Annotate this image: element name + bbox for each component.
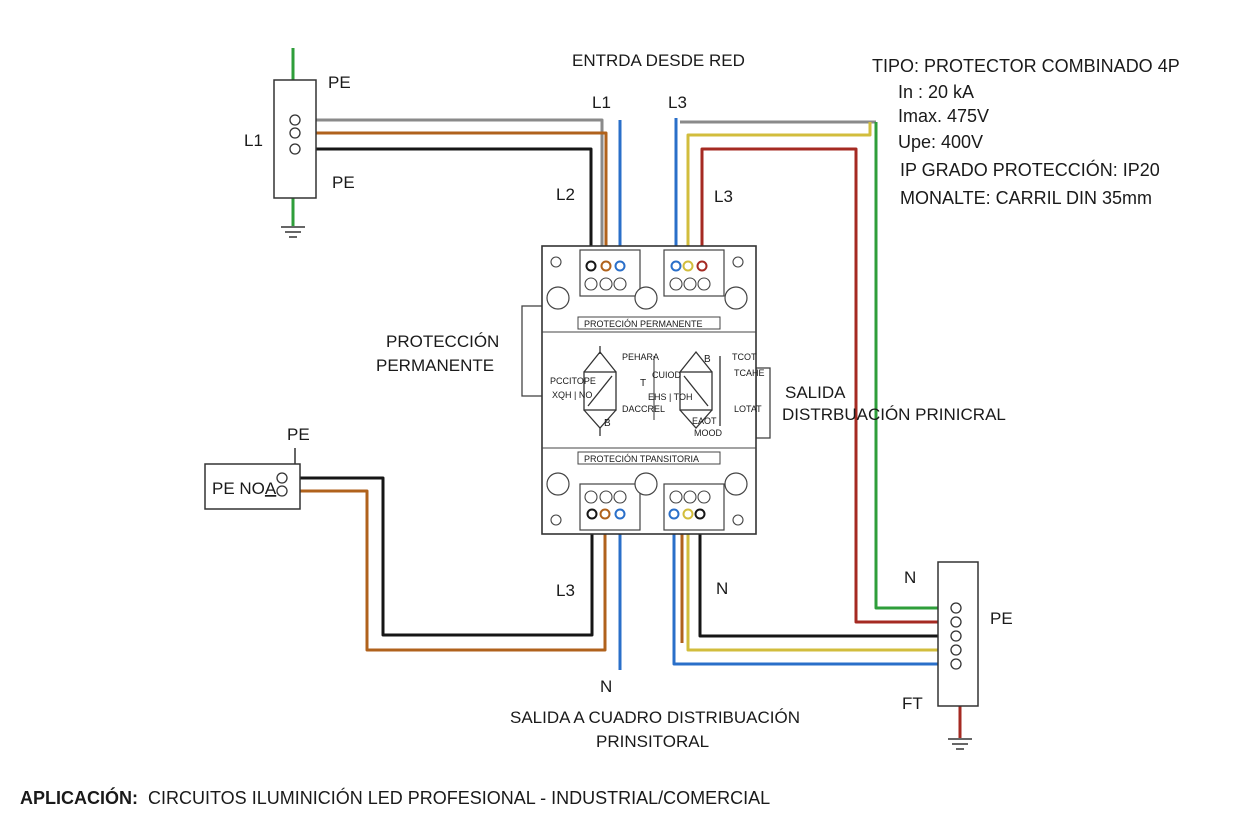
device-text: DACCREL [622,404,665,414]
device-text: PEHARA [622,352,659,362]
band-permanent: PROTECIÓN PERMANENTE [584,319,703,329]
label-pe-box: PE NOA [212,479,277,498]
device-center-mark: T [640,378,646,389]
input-terminal-block [273,79,317,199]
device-text: MOOD [694,428,722,438]
application-footer: APLICACIÓN: CIRCUITOS ILUMINICIÓN LED PR… [20,788,770,809]
mount-screw-icon [634,286,658,310]
label-l3-mid: L3 [714,187,733,206]
wire-black-input [300,147,593,266]
label-n-bottom-left: N [600,677,612,696]
device-b-left: B [604,418,611,429]
label-salida-1: SALIDA [785,383,846,402]
spec-upe: Upe: 400V [898,132,983,152]
terminal-screw-icon [289,114,301,126]
wire-black-out-left [285,476,594,637]
label-pe-top: PE [328,73,351,92]
wire-yellow-out-right [686,514,950,652]
wire-yellow-l3-top [686,122,872,266]
device-b-right: B [704,354,711,365]
wire-brown-out-left [285,489,607,652]
output-terminal-block [937,561,979,707]
ground-icon [948,738,972,750]
label-l1-left: L1 [244,131,263,150]
device-text: XQH | NO [552,390,592,400]
varistor-icon [679,350,721,429]
wires [285,48,962,738]
device-text: PCCITOPE [550,376,596,386]
label-l3-top: L3 [668,93,687,112]
footer-label: APLICACIÓN: [20,788,138,808]
varistor-icon [583,346,617,436]
label-l3-bottom: L3 [556,581,575,600]
spec-ip: IP GRADO PROTECCIÓN: IP20 [900,159,1160,180]
label-salida-2: DISTRBUACIÓN PRINICRAL [782,405,1006,424]
wire-grey-input [300,118,604,266]
wire-red-l3-top [700,147,950,624]
output-label-2: PRINSITORAL [596,732,709,751]
mount-screw-icon [724,286,748,310]
label-n-right: N [904,568,916,587]
label-protection-2: PERMANENTE [376,356,494,375]
label-n-bottom-right: N [716,579,728,598]
spec-imax: Imax. 475V [898,106,989,126]
label-l1-top: L1 [592,93,611,112]
mount-screw-icon [546,286,570,310]
device-text: TCAHE [734,368,765,378]
spec-in: In : 20 kA [898,82,974,102]
label-l2: L2 [556,185,575,204]
ground-icon [281,226,305,238]
label-protection-1: PROTECCIÓN [386,332,499,351]
spec-type: TIPO: PROTECTOR COMBINADO 4P [872,56,1180,76]
device-text: CUIOD [652,370,682,380]
label-pe-box-top: PE [287,425,310,444]
device-text: TCOT [732,352,757,362]
label-pe-right: PE [990,609,1013,628]
terminal-screw-icon [289,143,301,155]
surge-protector-device [521,245,771,535]
device-text: LOTAT [734,404,762,414]
mount-screw-icon [634,472,658,496]
mount-screw-icon [724,472,748,496]
wire-brown-input [300,131,608,266]
mount-screw-icon [546,472,570,496]
band-transient: PROTECIÓN TPANSITORIA [584,454,699,464]
wire-green-main [874,122,950,610]
wire-black-out-right [698,514,950,638]
output-label-1: SALIDA A CUADRO DISTRIBUACIÓN [510,708,800,727]
footer-text: CIRCUITOS ILUMINICIÓN LED PROFESIONAL - … [148,788,771,808]
device-text: EAOT [692,416,717,426]
entry-title: ENTRDA DESDE RED [572,51,745,70]
label-ft: FT [902,694,923,713]
terminal-screw-icon [289,127,301,139]
device-text: EHS | TOH [648,392,693,402]
label-pe-bottom: PE [332,173,355,192]
wire-blue-out-right [672,514,950,666]
spec-mounting: MONALTE: CARRIL DIN 35mm [900,188,1152,208]
pe-terminal-box [204,448,301,510]
